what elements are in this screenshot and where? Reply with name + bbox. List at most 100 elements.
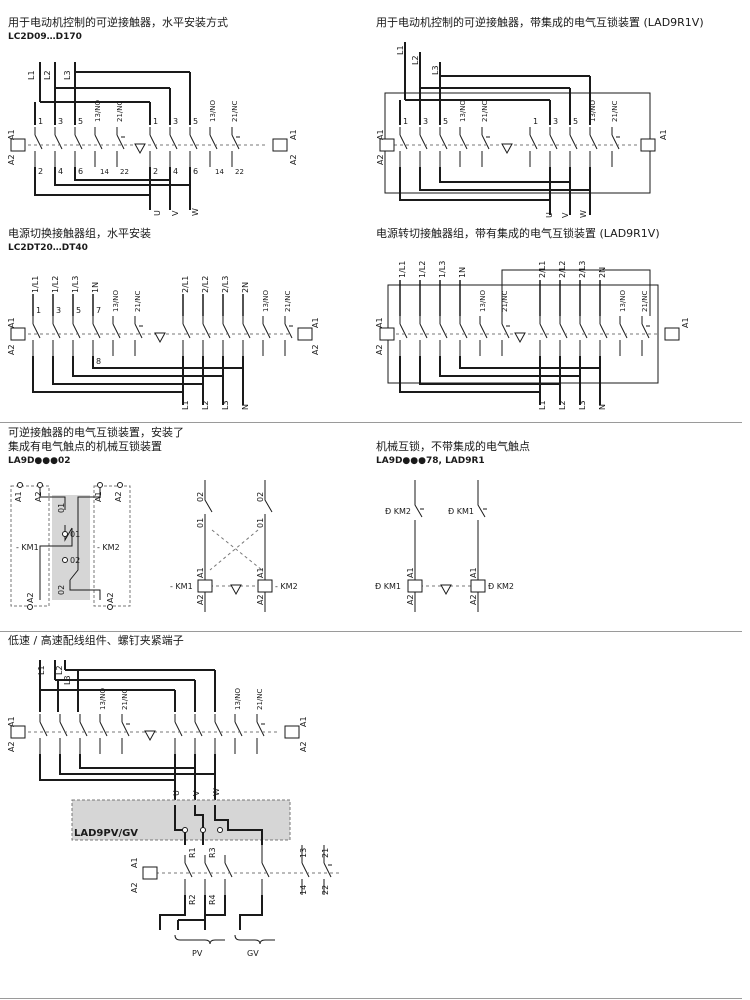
separator-2	[0, 631, 742, 632]
label-dkm2: Ð KM2	[385, 507, 411, 516]
label-L2-s2: L2	[411, 55, 420, 65]
label-dkm2-coil: Ð KM2	[488, 582, 514, 591]
label-t5-s3: 5	[76, 306, 81, 315]
label-t14-b: 14	[215, 168, 224, 176]
label-1L1-s4: 1/L1	[398, 261, 407, 278]
label-t22-s7: 22	[321, 885, 330, 895]
label-A2-cross-b: A2	[256, 594, 265, 605]
label-L1-s7: L1	[37, 665, 46, 675]
label-A2-s2: A2	[376, 154, 385, 165]
label-2N: 2N	[241, 282, 250, 293]
label-dkm1-coil: Ð KM1	[375, 582, 401, 591]
label-A2-s4: A2	[375, 344, 384, 355]
label-A2-s3: A2	[7, 344, 16, 355]
label-t21-s7: 21	[321, 848, 330, 858]
label-13no-s3b: 13/NO	[262, 289, 270, 312]
label-W-s2: W	[579, 210, 588, 218]
label-21nc-s3b: 21/NC	[284, 290, 292, 312]
label-21nc-s4b: 21/NC	[641, 290, 649, 312]
label-A2-km1: A2	[7, 154, 16, 165]
label-21nc-s7: 21/NC	[121, 688, 129, 710]
label-A1-s3: A1	[7, 317, 16, 328]
section-3-title: 电源切换接触器组，水平安装	[8, 227, 151, 240]
label-t1-s3: 1	[36, 306, 41, 315]
label-t14: 14	[100, 168, 109, 176]
label-13no-s2b: 13/NO	[589, 99, 597, 122]
label-1L3-s4: 1/L3	[438, 261, 447, 278]
label-21nc-s3: 21/NC	[134, 290, 142, 312]
label-A2-s5: A2	[34, 491, 43, 502]
label-A1-s7c: A1	[130, 857, 139, 868]
label-A2-s7c: A2	[130, 882, 139, 893]
label-2L3: 2/L3	[221, 276, 230, 293]
label-t1-s2b: 1	[533, 117, 538, 126]
label-R3: R3	[208, 847, 217, 858]
label-A2-cross: A2	[196, 594, 205, 605]
label-21nc-s4: 21/NC	[501, 290, 509, 312]
label-L2-s4out: L2	[558, 400, 567, 410]
label-13no-s7: 13/NO	[99, 687, 107, 710]
label-21nc-b: 21/NC	[231, 100, 239, 122]
label-t4: 4	[58, 167, 63, 176]
label-01b-s5: 01	[70, 530, 80, 539]
label-t6-b: 6	[193, 167, 198, 176]
label-A1-s6b: A1	[469, 567, 478, 578]
label-t3-s2b: 3	[553, 117, 558, 126]
label-L1-s4out: L1	[538, 400, 547, 410]
label-13no-s2: 13/NO	[459, 99, 467, 122]
label-GV: GV	[247, 949, 259, 958]
label-13no: 13/NO	[94, 99, 102, 122]
label-t4-b: 4	[173, 167, 178, 176]
label-t2-b: 2	[153, 167, 158, 176]
label-t6: 6	[78, 167, 83, 176]
label-W-s7: W	[212, 788, 221, 796]
label-L3-s3out: L3	[221, 400, 230, 410]
label-A2-s6b: A2	[469, 594, 478, 605]
label-13no-b: 13/NO	[209, 99, 217, 122]
label-A1-s3b: A1	[311, 317, 320, 328]
diagram-changeover: 1/L1 1/L2 1/L3 1N 2/L1 2/L2 2/L3 2N A1 A…	[7, 276, 320, 410]
label-t22-b: 22	[235, 168, 244, 176]
label-02b-s5: 02	[57, 585, 66, 595]
label-N-s3out: N	[241, 404, 250, 410]
label-t1: 1	[38, 117, 43, 126]
label-A1-km1: A1	[7, 129, 16, 140]
label-01-s5: 01	[57, 503, 66, 513]
label-t2: 2	[38, 167, 43, 176]
label-t8-s3: 8	[96, 357, 101, 366]
label-U: U	[153, 210, 162, 216]
label-t13-s7: 13	[299, 848, 308, 858]
label-km1-cross: - KM1	[170, 582, 193, 591]
label-t14-s7: 14	[299, 885, 308, 895]
label-2L2: 2/L2	[201, 276, 210, 293]
label-02-cross-b: 02	[256, 492, 265, 502]
label-t5: 5	[78, 117, 83, 126]
label-13no-s4: 13/NO	[479, 289, 487, 312]
label-A2-km2: A2	[289, 154, 298, 165]
label-km1-s5: - KM1	[16, 543, 39, 552]
label-1L2: 1/L2	[51, 276, 60, 293]
label-A1-s5: A1	[14, 491, 23, 502]
label-t3-s3: 3	[56, 306, 61, 315]
diagram-changeover-interlock: 1/L1 1/L2 1/L3 1N 2/L1 2/L2 2/L3 2N A1 A…	[375, 261, 690, 410]
diagram-low-high-speed: L1 L2 L3 A1 A2 A1 A2 13/NO 21/NC 13/NO 2…	[7, 660, 340, 958]
label-L1-s3out: L1	[181, 400, 190, 410]
diagram-reversing-horizontal: L1 L2 L3 A1 A2 A1 A2 1 3 5 2 4 6 13/NO 2…	[7, 62, 298, 216]
label-2L2-s4: 2/L2	[558, 261, 567, 278]
section-3-ref: LC2DT20…DT40	[8, 243, 88, 253]
label-13no-s7b: 13/NO	[234, 687, 242, 710]
section-2-title: 用于电动机控制的可逆接触器，带集成的电气互锁装置 (LAD9R1V)	[376, 16, 704, 29]
label-U-s7: U	[172, 790, 181, 796]
label-U-s2: U	[545, 212, 554, 218]
label-L1-s2: L1	[396, 45, 405, 55]
label-1N-s4: 1N	[458, 267, 467, 278]
label-A2-s5b: A2	[114, 491, 123, 502]
section-4-title: 电源转切接触器组，带有集成的电气互锁装置 (LAD9R1V)	[376, 227, 660, 240]
label-1L2-s4: 1/L2	[418, 261, 427, 278]
label-R2: R2	[188, 894, 197, 905]
label-02-cross: 02	[196, 492, 205, 502]
label-13no-s4b: 13/NO	[619, 289, 627, 312]
label-A1-s2b: A1	[659, 129, 668, 140]
label-01-cross: 01	[196, 518, 205, 528]
